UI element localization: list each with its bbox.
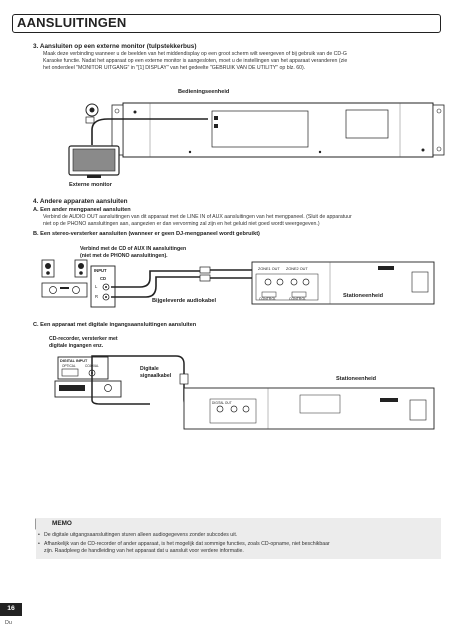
language-code: Du xyxy=(5,620,12,626)
memo-title: MEMO xyxy=(52,520,72,527)
station-unit-illustration-c xyxy=(183,387,435,430)
section4b-heading: B. Een stereo-versterker aansluiten (wan… xyxy=(33,231,260,237)
memo-item-2a: Afhankelijk van de CD-recorder of ander … xyxy=(44,541,330,547)
memo-bullet-2: • xyxy=(38,541,40,547)
section4-heading: 4. Andere apparaten aansluiten xyxy=(33,198,128,205)
monitor-label: Externe monitor xyxy=(69,182,112,188)
section4a-heading: A. Een ander mengpaneel aansluiten xyxy=(33,207,131,213)
section3-body-1: Maak deze verbinding wanneer u de beelde… xyxy=(43,51,347,57)
section4a-body-1: Verbind de AUDIO OUT aansluitingen van d… xyxy=(43,214,352,220)
section4c-label-2: digitale ingangen enz. xyxy=(49,343,104,349)
left-channel-label: L xyxy=(95,284,98,289)
section4b-label-2: (niet met de PHONO aansluitingen). xyxy=(80,253,168,259)
right-channel-label: R xyxy=(95,294,99,299)
section4b-label-1: Verbind met de CD of AUX IN aansluitinge… xyxy=(80,246,187,252)
section3-body-3: het onderdeel "MONITOR UITGANG" in "[1] … xyxy=(43,65,306,71)
control-label-1: CONTROL xyxy=(259,297,277,301)
digital-out-label: DIGITAL OUT xyxy=(212,401,232,405)
optical-label: OPTICAL xyxy=(62,364,76,368)
memo-item-1: De digitale uitgangsaansluitingen sturen… xyxy=(44,532,238,538)
zone2-out-label: ZONE2 OUT xyxy=(286,267,308,271)
digital-cable-label-2: signaalkabel xyxy=(140,373,172,379)
video-cable xyxy=(85,103,208,145)
section3-heading: 3. Aansluiten op een externe monitor (tu… xyxy=(33,43,197,50)
input-label: INPUT xyxy=(94,268,107,273)
header-frame xyxy=(12,14,441,33)
page-title: AANSLUITINGEN xyxy=(17,15,127,30)
page-number: 16 xyxy=(7,605,15,612)
control-unit-illustration xyxy=(111,102,445,158)
section3-body-2: Karaoke functie. Nadat het apparaat op e… xyxy=(43,58,348,64)
section4a-body-2: niet op de PHONO aansluitingen aan, aang… xyxy=(43,221,320,227)
monitor-illustration xyxy=(68,145,120,178)
memo-box xyxy=(36,518,441,559)
page-number-badge xyxy=(0,603,22,616)
cd-recorder-illustration xyxy=(54,356,122,398)
audio-cable-illustration xyxy=(111,266,273,298)
section4c-label-1: CD-recorder, versterker met xyxy=(49,336,118,342)
zone1-out-label: ZONE1 OUT xyxy=(258,267,280,271)
station-unit-illustration-b xyxy=(251,261,435,305)
station-unit-label-b: Stationeenheid xyxy=(343,293,384,299)
control-label-2: CONTROL xyxy=(289,297,307,301)
coaxial-label: COAXIAL xyxy=(85,364,99,368)
cd-label: CD xyxy=(100,276,107,281)
digital-cable-label-1: Digitale xyxy=(140,366,159,372)
audio-cable-label: Bijgeleverde audiokabel xyxy=(152,298,217,304)
section4c-heading: C. Een apparaat met digitale ingangsaans… xyxy=(33,322,197,328)
station-unit-label-c: Stationeenheid xyxy=(336,376,377,382)
memo-bullet-1: • xyxy=(38,532,40,538)
control-unit-label: Bedieningseenheid xyxy=(178,89,230,95)
digital-input-label: DIGITAL INPUT xyxy=(60,359,88,363)
memo-item-2b: zijn. Raadpleeg de handleiding van het a… xyxy=(44,548,244,554)
